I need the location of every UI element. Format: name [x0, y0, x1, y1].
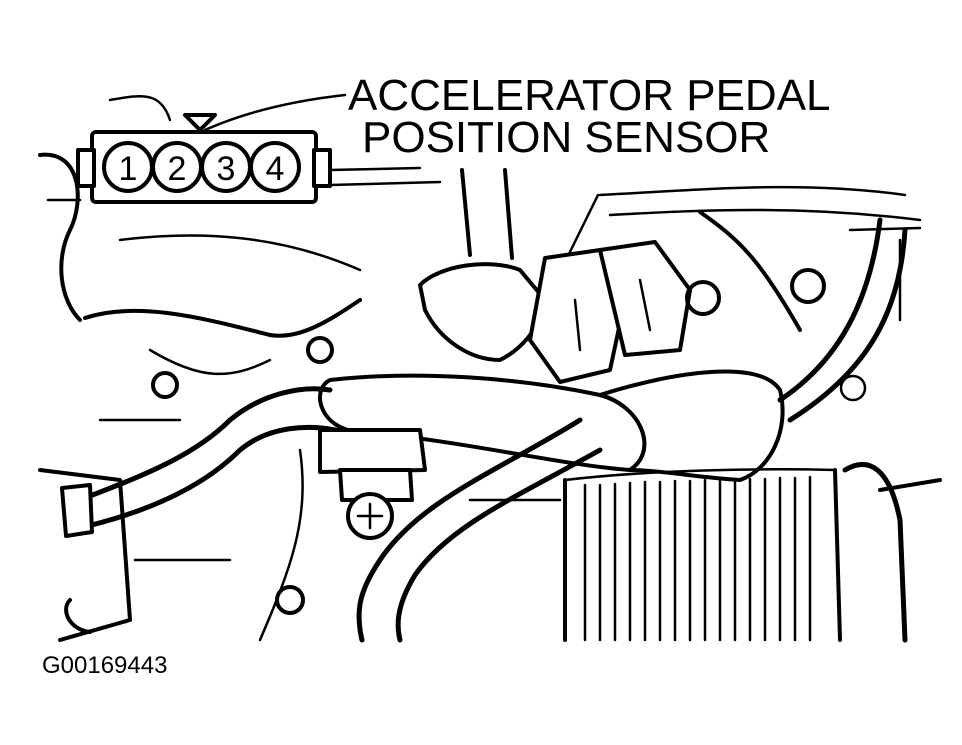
callout-line-1: ACCELERATOR PEDAL	[348, 71, 831, 120]
svg-text:2: 2	[168, 150, 187, 188]
connector-pin-3: 3	[200, 141, 252, 193]
connector-face-diagram: 1 2 3 4	[76, 113, 332, 204]
connector-pin-4: 4	[249, 141, 301, 193]
engine-line-art	[38, 94, 942, 643]
svg-text:4: 4	[266, 150, 285, 188]
connector-pin-2: 2	[151, 141, 203, 193]
figure-id: G00169443	[42, 652, 167, 679]
leader-line-to-sensor	[563, 193, 600, 264]
connector-pin-1: 1	[102, 141, 154, 193]
svg-text:3: 3	[217, 150, 236, 188]
callout-line-2: POSITION SENSOR	[362, 113, 770, 162]
svg-text:1: 1	[119, 150, 138, 188]
leader-line	[203, 93, 347, 132]
